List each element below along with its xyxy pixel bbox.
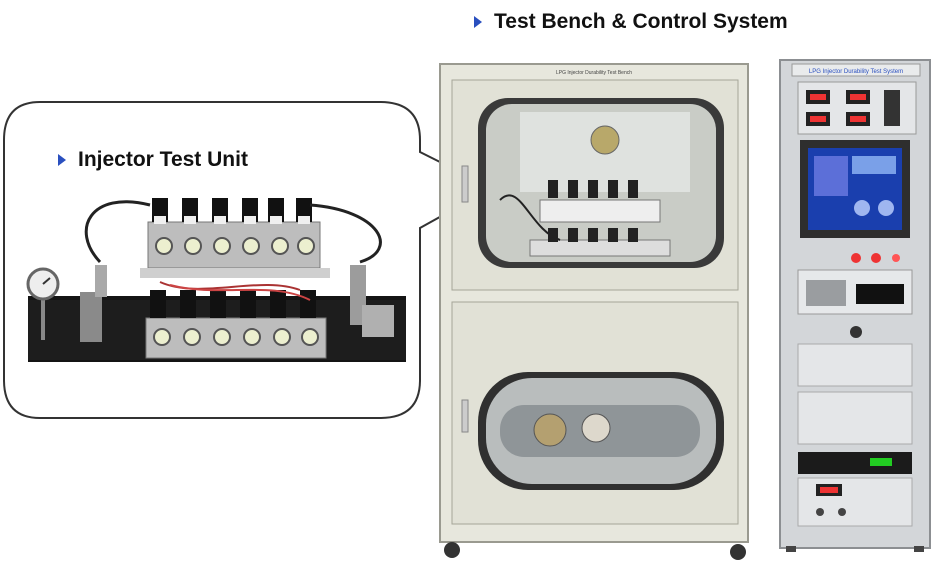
bench-label: LPG Injector Durability Test Bench bbox=[556, 70, 632, 76]
unit-title: Injector Test Unit bbox=[58, 148, 248, 172]
unit-title-text: Injector Test Unit bbox=[78, 148, 248, 171]
rack-label: LPG Injector Durability Test System bbox=[809, 69, 903, 75]
control-rack: LPG Injector Durability Test System bbox=[779, 59, 931, 552]
bullet-arrow-icon bbox=[58, 154, 66, 166]
bullet-arrow-icon bbox=[474, 16, 482, 28]
test-bench-cabinet: LPG Injector Durability Test Bench bbox=[439, 63, 749, 560]
main-title: Test Bench & Control System bbox=[474, 10, 788, 34]
injector-unit-photo bbox=[26, 198, 406, 362]
main-title-text: Test Bench & Control System bbox=[494, 10, 788, 33]
